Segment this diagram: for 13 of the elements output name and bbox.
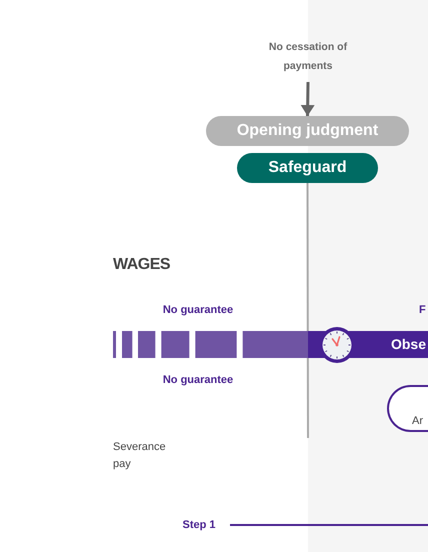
connector-line <box>306 183 309 438</box>
note-text: No guarantee <box>162 303 234 318</box>
heading: WAGES <box>113 255 172 275</box>
segmented-bar <box>113 331 308 358</box>
row-label: Severance pay <box>113 440 167 472</box>
stage-pill: Safeguard <box>237 153 378 183</box>
note-text: F <box>419 303 427 318</box>
note-text: No guarantee <box>162 373 234 388</box>
note-text: No cessation of payments <box>263 38 353 82</box>
connector-line <box>230 524 428 526</box>
stage-pill: Opening judgment <box>206 116 409 146</box>
step-label: Step 1 <box>168 515 230 535</box>
arrow <box>300 82 315 116</box>
